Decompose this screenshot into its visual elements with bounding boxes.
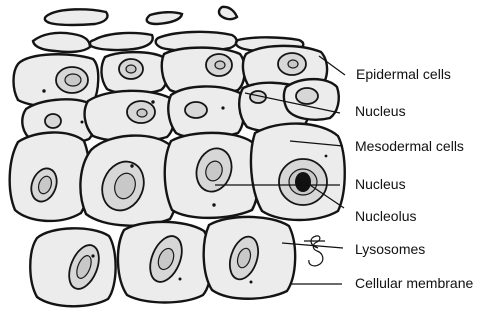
label-cellular-membrane: Cellular membrane [355, 276, 473, 290]
mesodermal-layer [10, 124, 345, 226]
epidermal-cell [147, 12, 182, 24]
label-epidermal-cells: Epidermal cells [356, 67, 451, 81]
epidermal-cell [90, 33, 153, 50]
organelle-dot [250, 281, 253, 284]
epidermal-cell [33, 33, 90, 52]
organelle-dot [179, 278, 182, 281]
epidermal-cell [219, 7, 237, 19]
label-nucleolus: Nucleolus [355, 209, 416, 223]
nucleus-core [126, 65, 136, 73]
label-nucleus-middle: Nucleus [355, 177, 406, 191]
nucleus-core [288, 60, 298, 68]
nucleolus-dot [297, 179, 301, 183]
label-nucleus-top: Nucleus [355, 104, 406, 118]
nucleus-core [215, 61, 225, 69]
nucleus [185, 102, 207, 118]
lysosome-squiggle [309, 236, 323, 266]
nucleus-core [137, 109, 147, 117]
lysosome-symbol [304, 236, 325, 266]
label-lysosomes: Lysosomes [355, 242, 425, 256]
organelle-dot [221, 106, 224, 109]
epidermal-cell [45, 9, 108, 25]
organelle-dot [130, 164, 133, 167]
organelle-dot [81, 121, 84, 124]
organelle-dot [91, 254, 94, 257]
nucleus [45, 114, 61, 128]
nucleus-core [65, 74, 81, 86]
epidermal-layer [33, 7, 303, 52]
organelle-dot [212, 203, 215, 206]
organelle-dot [325, 155, 328, 158]
organelle-dot [151, 100, 154, 103]
organelle-dot [42, 89, 45, 92]
lower-cell-layer [30, 217, 295, 306]
nucleus [296, 88, 318, 104]
label-mesodermal-cells: Mesodermal cells [355, 139, 464, 153]
